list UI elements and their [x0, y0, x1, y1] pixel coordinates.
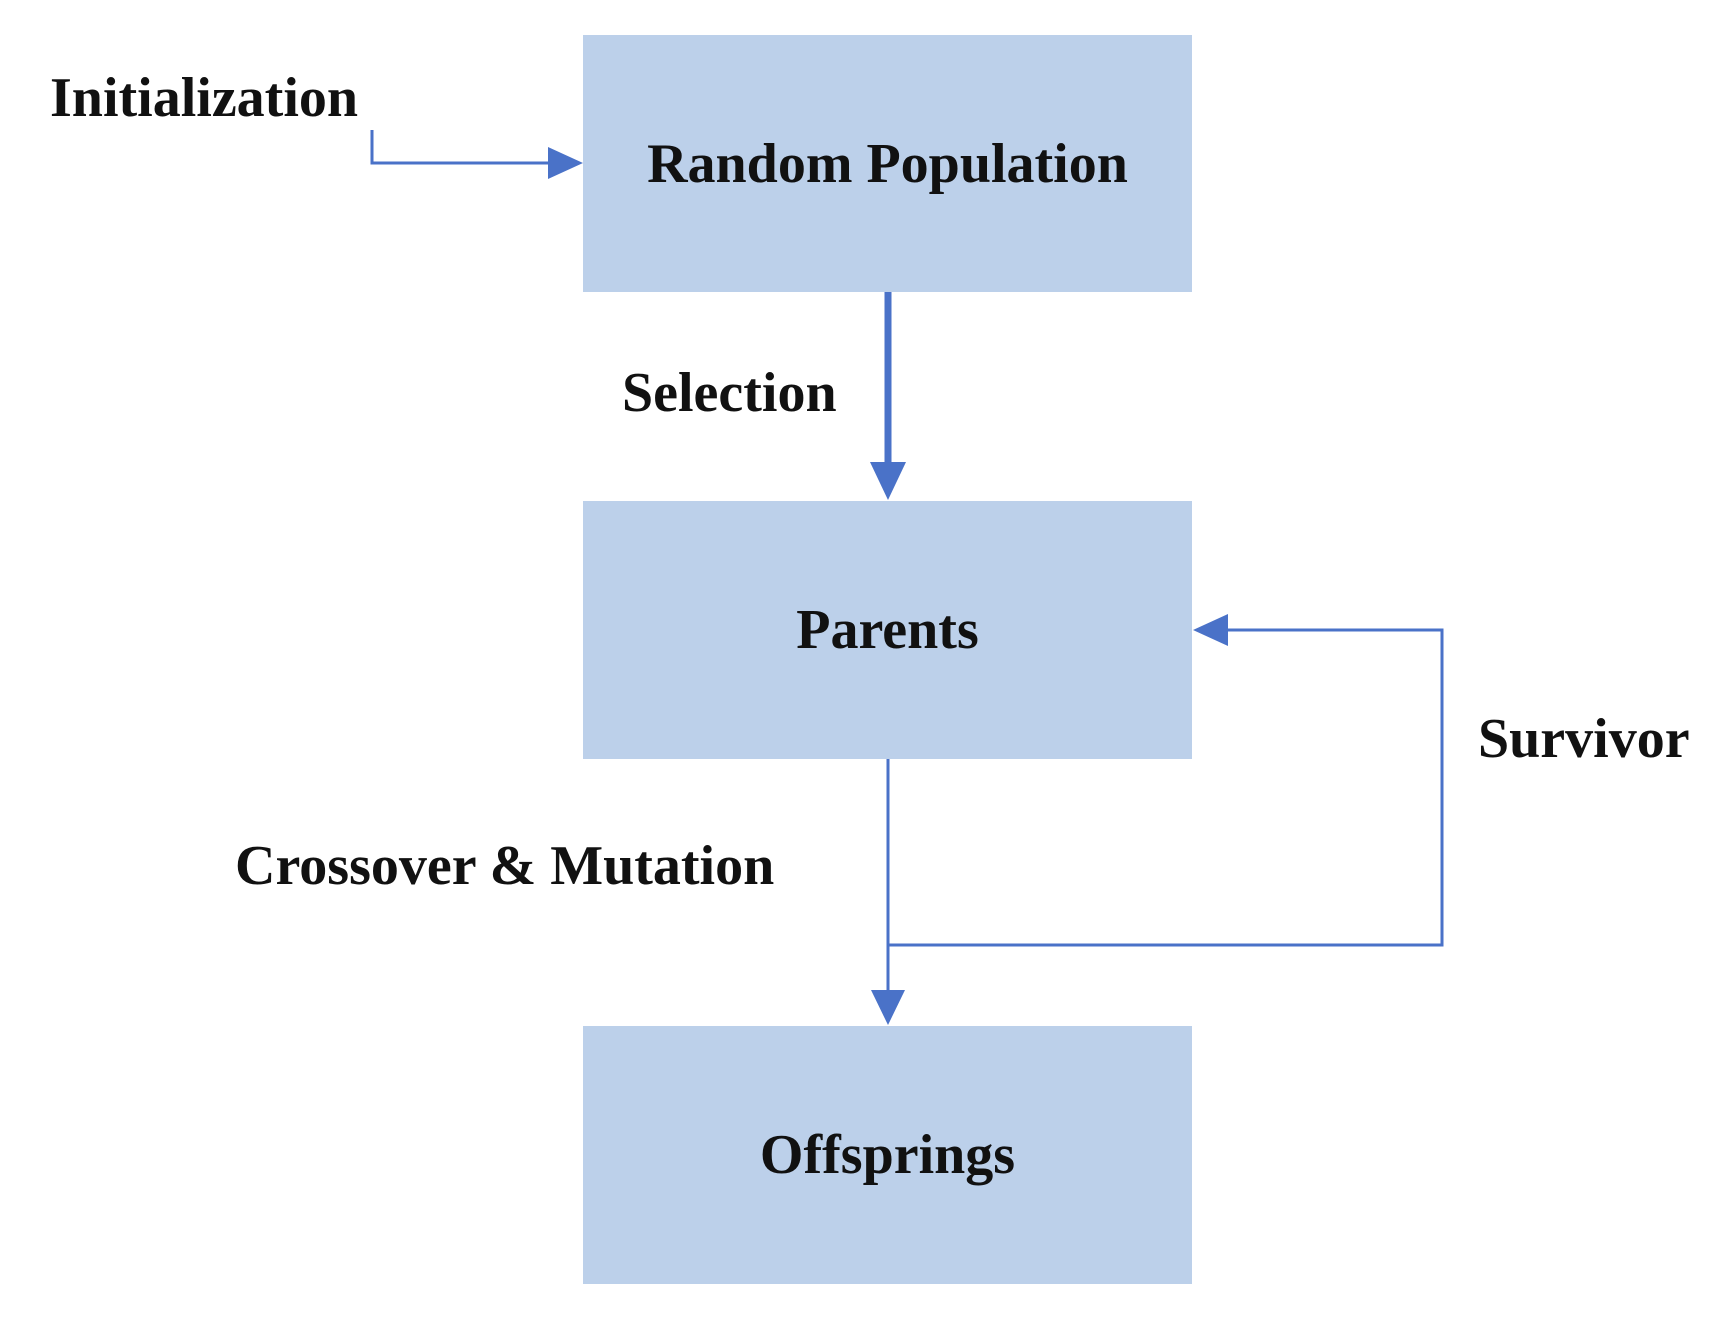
survivor-loop-arrow	[888, 628, 1444, 947]
selection-label: Selection	[622, 362, 837, 424]
survivor-label: Survivor	[1478, 708, 1690, 770]
initialization-arrowhead	[548, 147, 583, 179]
selection-arrowhead	[870, 462, 906, 500]
crossover-mutation-arrowhead	[871, 990, 905, 1025]
initialization-label: Initialization	[50, 67, 359, 129]
random-population-box: Random Population	[583, 35, 1192, 292]
offsprings-box: Offsprings	[583, 1026, 1192, 1284]
random-population-label: Random Population	[647, 132, 1128, 195]
initialization-arrow	[370, 130, 548, 165]
crossover-mutation-label: Crossover & Mutation	[235, 835, 775, 897]
survivor-arrowhead	[1193, 614, 1228, 646]
parents-label: Parents	[796, 599, 979, 661]
parents-box: Parents	[583, 501, 1192, 759]
offsprings-label: Offsprings	[759, 1124, 1016, 1186]
